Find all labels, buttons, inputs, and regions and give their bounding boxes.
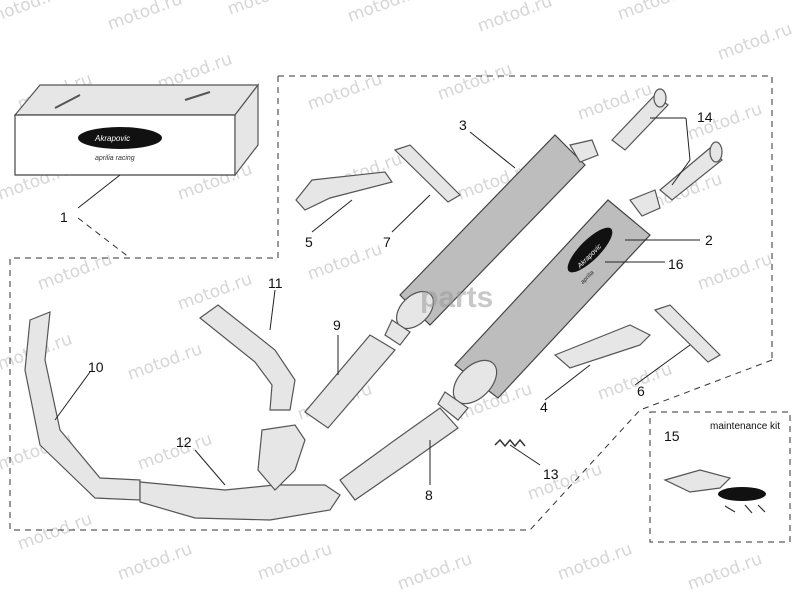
watermark: motod.ru	[105, 0, 185, 35]
watermark: motod.ru	[115, 539, 195, 584]
watermark: motod.ru	[685, 549, 765, 594]
end-cap-lower-end	[709, 141, 723, 163]
upper-group-outline	[278, 75, 773, 360]
watermark: motod.ru	[615, 0, 695, 25]
bracket-5	[295, 171, 393, 211]
watermark: motod.ru	[255, 539, 335, 584]
leader-4	[544, 364, 591, 401]
callout-14: 14	[697, 109, 713, 125]
bend-pipe-11	[199, 304, 296, 411]
callout-9: 9	[333, 317, 341, 333]
lower-right-outline	[529, 359, 773, 531]
main-group-outline	[9, 76, 530, 531]
callout-6: 6	[637, 383, 645, 399]
kit-logo-badge	[718, 487, 766, 501]
callout-1: 1	[60, 209, 68, 225]
callout-3: 3	[459, 117, 467, 133]
collector-12	[139, 481, 341, 521]
silencer-logo-badge	[567, 227, 613, 273]
callout-5: 5	[305, 234, 313, 250]
box-content	[54, 91, 211, 109]
clamp-7	[393, 144, 461, 203]
leader-13	[509, 444, 541, 466]
header-pipe-10	[24, 311, 141, 501]
leader-lines	[54, 117, 700, 486]
box-top	[13, 84, 260, 116]
link-pipe-9	[304, 334, 396, 429]
box-side	[234, 83, 259, 177]
overlay-logo: parts	[420, 281, 493, 314]
watermark: motod.ru	[435, 59, 515, 104]
bracket-4	[553, 324, 652, 369]
collector-riser	[257, 424, 306, 491]
maintenance-kit-contents	[663, 469, 766, 514]
leader-1	[77, 174, 121, 209]
watermark: motod.ru	[595, 359, 675, 404]
clamp-6	[653, 304, 721, 363]
spring-13	[494, 438, 526, 448]
maintenance-kit-outline	[649, 411, 791, 543]
watermark: motod.ru	[715, 19, 795, 64]
watermark: motod.ru	[525, 459, 605, 504]
watermark: motod.ru	[135, 429, 215, 474]
end-cap-upper	[611, 94, 669, 151]
watermark: motod.ru	[35, 249, 115, 294]
group-outlines	[9, 75, 791, 543]
watermark: motod.ru	[395, 549, 475, 594]
callout-15: 15	[664, 428, 680, 444]
watermark: motod.ru	[695, 249, 775, 294]
maintenance-kit-label: maintenance kit	[710, 421, 780, 432]
leader-6	[634, 344, 691, 386]
watermark: motod.ru	[555, 539, 635, 584]
silencer-lower-tip	[629, 189, 661, 217]
end-cap-lower	[659, 147, 723, 201]
callout-12: 12	[176, 434, 192, 450]
watermark: motod.ru	[475, 0, 555, 37]
callout-11: 11	[268, 275, 283, 291]
callouts: 1 2 3 4 5 6 7 8 9 10 11 12 13 14 15 16	[60, 109, 713, 503]
box-logo-brand: Akrapovic	[94, 134, 130, 143]
leader-11	[269, 289, 276, 331]
watermark: motod.ru	[0, 0, 66, 28]
watermark: motod.ru	[225, 0, 305, 20]
callout-13: 13	[543, 466, 559, 482]
mid-pipe-8	[339, 407, 459, 501]
kit-hardware	[724, 504, 766, 514]
leader-5	[311, 199, 353, 233]
callout-8: 8	[425, 487, 433, 503]
callout-16: 16	[668, 256, 684, 272]
watermark: motod.ru	[125, 339, 205, 384]
silencer-upper-tip	[569, 139, 599, 163]
end-cap-upper-end	[653, 88, 667, 108]
box-logo-badge	[78, 127, 162, 149]
watermark: motod.ru	[15, 509, 95, 554]
leader-3	[469, 131, 516, 169]
silencer-upper-connector	[384, 319, 411, 346]
callout-4: 4	[540, 399, 548, 415]
callout-10: 10	[88, 359, 104, 375]
leader-10	[54, 371, 91, 421]
box-logo-sub: aprilia racing	[95, 155, 135, 162]
end-caps-14	[611, 88, 723, 201]
silencer-lower-connector	[437, 391, 469, 421]
kit-tool	[663, 469, 732, 493]
watermark: motod.ru	[305, 239, 385, 284]
silencer-upper	[384, 134, 599, 346]
silencer-lower: Akrapovic aprilia	[437, 189, 661, 421]
leader-12	[194, 449, 226, 486]
callout-7: 7	[383, 234, 391, 250]
watermark: motod.ru	[345, 0, 425, 27]
leader-7	[391, 194, 431, 233]
leader-14	[650, 117, 691, 186]
kit-box: Akrapovic aprilia racing	[13, 83, 260, 177]
callout-2: 2	[705, 232, 713, 248]
